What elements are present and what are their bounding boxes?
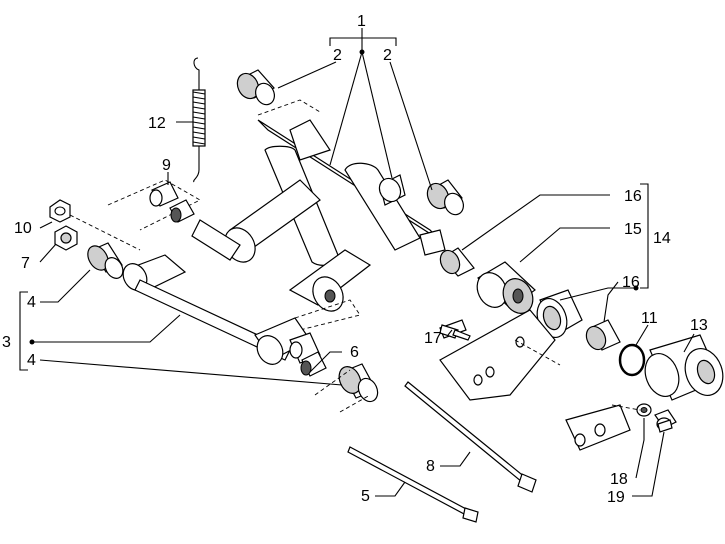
bushing-upper-right <box>426 179 464 216</box>
spacer-ring-cap <box>585 319 724 401</box>
callout-9: 9 <box>162 157 171 174</box>
callout-16-lower: 16 <box>622 274 640 291</box>
callout-13: 13 <box>690 317 708 334</box>
callout-labels: 1 2 2 3 4 4 5 6 7 8 9 10 11 12 13 14 15 … <box>2 13 708 506</box>
bushing-stack <box>439 247 583 338</box>
callout-7: 7 <box>21 255 30 272</box>
spring-part <box>192 57 206 183</box>
callout-18: 18 <box>610 471 628 488</box>
callout-4-upper: 4 <box>27 294 36 311</box>
small-washer-nut <box>636 403 677 433</box>
bushing-upper-left <box>236 69 275 106</box>
callout-2-left: 2 <box>333 47 342 64</box>
swing-arm-assembly <box>191 99 446 331</box>
washer-part <box>54 225 78 251</box>
callout-6: 6 <box>350 344 359 361</box>
long-bolt-part <box>347 381 537 523</box>
callout-3: 3 <box>2 334 11 351</box>
callout-4-lower: 4 <box>27 352 36 369</box>
callout-8: 8 <box>426 458 435 475</box>
callout-12: 12 <box>148 115 166 132</box>
callout-1: 1 <box>357 13 366 30</box>
callout-14: 14 <box>653 230 671 247</box>
callout-19: 19 <box>607 489 625 506</box>
short-bolt-part <box>439 324 471 341</box>
pin-part <box>107 179 201 231</box>
callout-2-right: 2 <box>383 47 392 64</box>
callout-17: 17 <box>424 330 442 347</box>
callout-11: 11 <box>641 310 658 327</box>
callout-15: 15 <box>624 221 642 238</box>
leader-lines <box>19 28 695 497</box>
callout-5: 5 <box>361 488 370 505</box>
callout-16-upper: 16 <box>624 188 642 205</box>
nut-part <box>49 199 71 223</box>
callout-10: 10 <box>14 220 32 237</box>
lower-shaft-assembly <box>69 214 379 413</box>
